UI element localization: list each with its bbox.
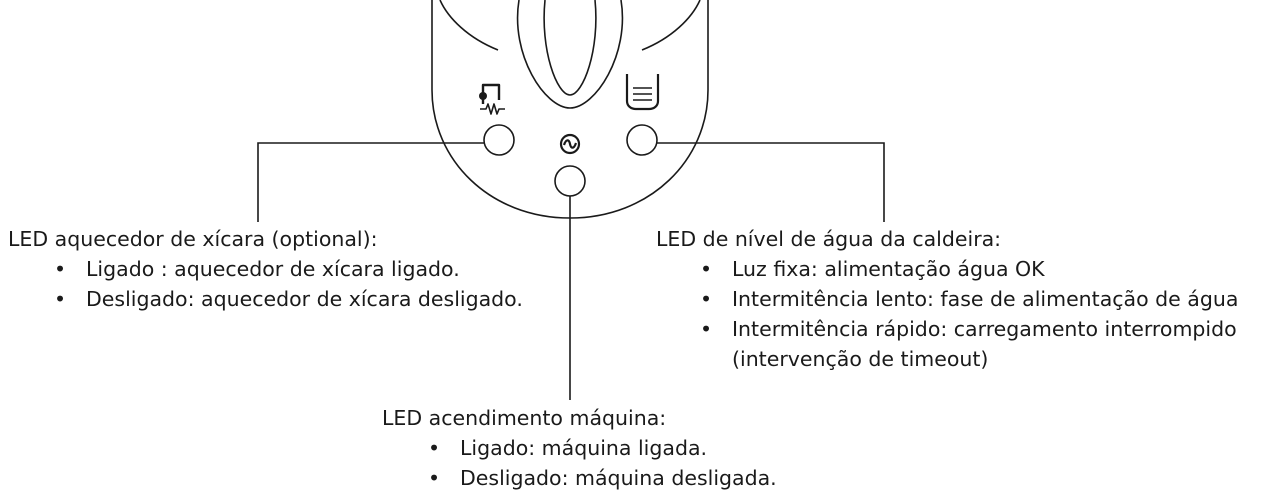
list-item: Desligado: máquina desligada.: [428, 463, 777, 493]
led-machine-power: [554, 165, 586, 197]
water-level-led-description: LED de nível de água da caldeira: Luz fi…: [656, 224, 1238, 374]
water-level-icon: [625, 74, 660, 111]
list-item: Desligado: aquecedor de xícara desligado…: [54, 284, 523, 314]
leader-cup-warmer: [257, 142, 484, 222]
cup-warmer-led-list: Ligado : aquecedor de xícara ligado. Des…: [8, 254, 523, 314]
power-led-description: LED acendimento máquina: Ligado: máquina…: [382, 403, 777, 493]
power-led-list: Ligado: máquina ligada. Desligado: máqui…: [382, 433, 777, 493]
cup-warmer-icon: [479, 83, 505, 115]
water-level-led-title: LED de nível de água da caldeira:: [656, 227, 1002, 251]
list-item-text: Intermitência rápido: carregamento inter…: [732, 317, 1237, 341]
spout-left-shade: [439, 0, 499, 51]
spout-right-shade: [641, 0, 701, 51]
list-item: Ligado : aquecedor de xícara ligado.: [54, 254, 523, 284]
list-item: Intermitência rápido: carregamento inter…: [700, 314, 1238, 374]
list-item-continuation: (intervenção de timeout): [732, 347, 989, 371]
power-wave-icon: [559, 133, 581, 155]
water-level-led-list: Luz fixa: alimentação água OK Intermitên…: [656, 254, 1238, 374]
led-boiler-water-level: [626, 124, 658, 156]
spout-outer: [516, 0, 624, 109]
list-item: Luz fixa: alimentação água OK: [700, 254, 1238, 284]
led-cup-warmer: [483, 124, 515, 156]
list-item: Intermitência lento: fase de alimentação…: [700, 284, 1238, 314]
list-item: Ligado: máquina ligada.: [428, 433, 777, 463]
panel-outline: [431, 0, 709, 219]
power-led-title: LED acendimento máquina:: [382, 406, 667, 430]
spout-inner: [543, 0, 597, 96]
leader-water-level: [657, 142, 885, 222]
cup-warmer-led-title: LED aquecedor de xícara (optional):: [8, 227, 378, 251]
cup-warmer-led-description: LED aquecedor de xícara (optional): Liga…: [8, 224, 523, 314]
